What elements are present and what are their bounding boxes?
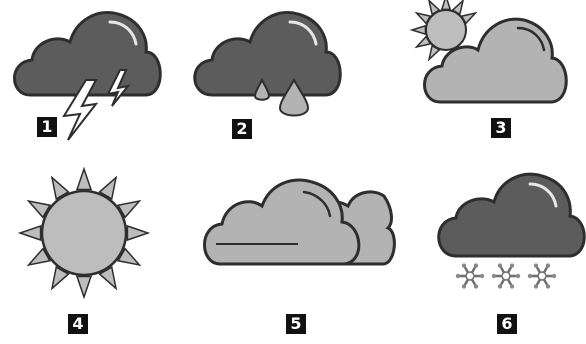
sun-ray <box>116 247 142 267</box>
cloudy-icon <box>203 178 396 266</box>
badge-4: 4 <box>68 314 88 334</box>
sun-ray <box>17 224 42 242</box>
sun-ray <box>409 24 427 36</box>
sun-ray <box>75 275 93 300</box>
sun-ray <box>98 175 118 201</box>
snowflake-icon <box>527 263 557 289</box>
sun-ray <box>50 175 70 201</box>
badge-3: 3 <box>491 118 511 138</box>
sun-icon <box>17 166 151 300</box>
snowflakes <box>455 263 557 289</box>
sun-ray <box>50 265 70 291</box>
sun-ray <box>98 265 118 291</box>
badge-5: 5 <box>286 314 306 334</box>
badge-2: 2 <box>232 119 252 139</box>
rain-icon <box>193 11 342 117</box>
sun-ray <box>26 247 52 267</box>
thunderstorm-icon <box>13 11 162 141</box>
sun-ray <box>116 199 142 219</box>
badge-6: 6 <box>497 314 517 334</box>
snowflake-icon <box>491 263 521 289</box>
snowflake-icon <box>455 263 485 289</box>
snow-icon <box>437 172 586 289</box>
sun-ray <box>26 199 52 219</box>
sun-ray <box>75 166 93 191</box>
badge-1: 1 <box>37 117 57 137</box>
sun-rays <box>17 166 151 300</box>
sun-ray <box>440 0 452 11</box>
sun-ray <box>126 224 151 242</box>
partly-cloudy-icon <box>409 0 568 104</box>
